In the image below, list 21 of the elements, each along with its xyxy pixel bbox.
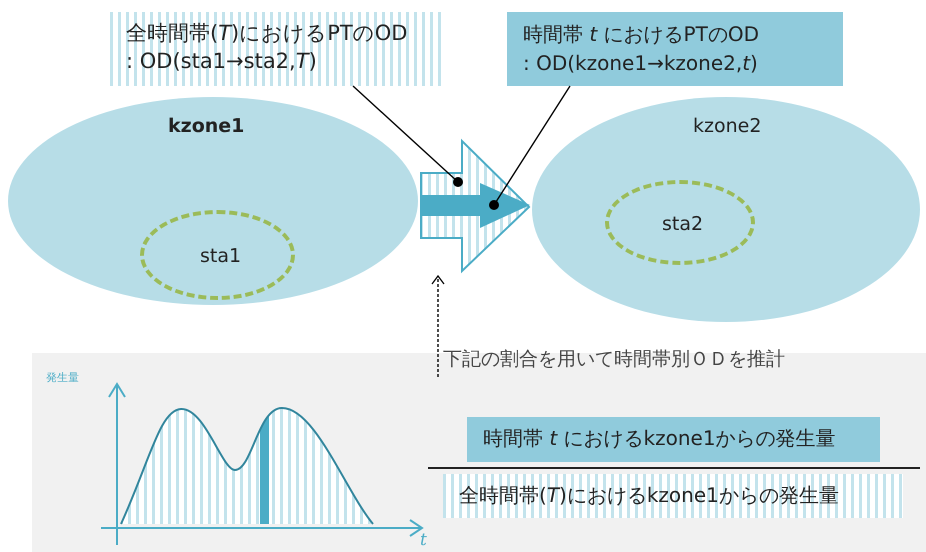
arrow	[431, 275, 445, 377]
axis-label: t	[420, 530, 427, 550]
label-text: 下記の割合を用いて時間帯別ＯＤを推計	[442, 347, 786, 372]
station-ellipse	[605, 180, 755, 265]
leader-line	[489, 86, 571, 210]
label-text: 全時間帯(T)におけるPTのOD : OD(sta1→sta2,T)	[125, 20, 408, 76]
label-text: 時間帯 t におけるkzone1からの発生量	[482, 425, 837, 452]
solid-arrow	[420, 183, 530, 228]
axis-label: 発生量	[46, 370, 79, 385]
label-text: 全時間帯(T)におけるkzone1からの発生量	[458, 482, 840, 509]
label-text: 時間帯 t におけるPTのOD : OD(kzone1→kzone2,t)	[522, 21, 760, 77]
label-text: kzone1	[168, 115, 244, 137]
label-text: kzone2	[693, 115, 762, 137]
numerator-box	[467, 417, 880, 462]
label-text: sta2	[662, 213, 704, 235]
station-ellipse	[140, 210, 295, 300]
leader-line	[352, 85, 463, 187]
denominator-box	[443, 474, 903, 518]
label-text: sta1	[200, 245, 242, 267]
hollow-arrow	[420, 140, 530, 272]
callout-box	[507, 12, 843, 86]
